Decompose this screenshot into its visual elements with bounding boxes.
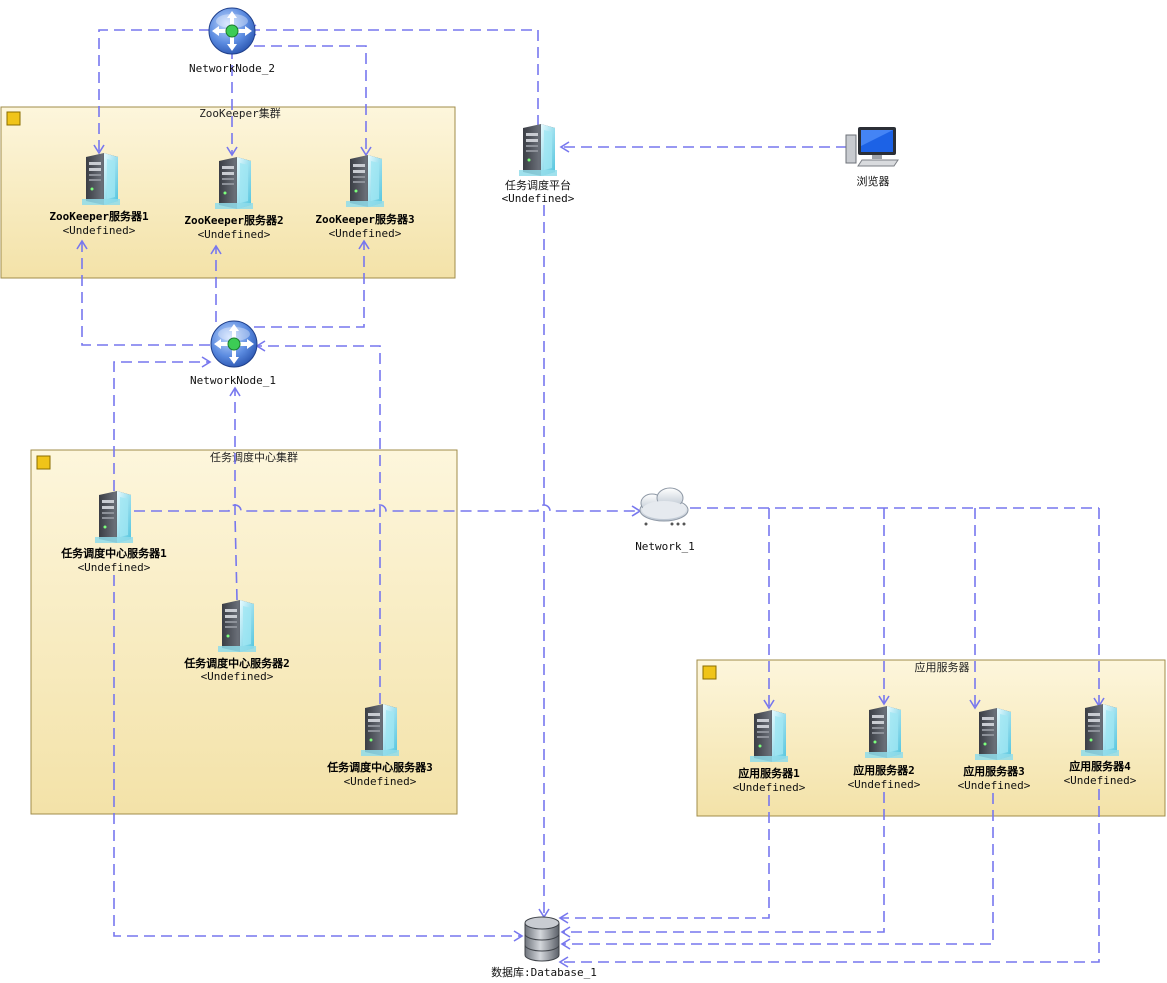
connector[interactable]: [113, 361, 210, 491]
connector[interactable]: [560, 795, 770, 919]
node-stereotype: <Undefined>: [198, 228, 271, 241]
node-stereotype: <Undefined>: [848, 778, 921, 791]
connector[interactable]: [257, 345, 381, 704]
node-name: NetworkNode_2: [189, 62, 275, 75]
group-title: 任务调度中心集群: [210, 450, 298, 464]
node-stereotype: <Undefined>: [78, 561, 151, 574]
network-cloud-icon: [639, 487, 689, 526]
node-stereotype: <Undefined>: [344, 775, 417, 788]
browser-node[interactable]: 浏览器: [845, 127, 899, 188]
group-collapse-icon[interactable]: [6, 111, 21, 126]
server-tower-icon: [519, 124, 557, 176]
node-stereotype: <Undefined>: [201, 670, 274, 683]
server-tower-icon: [95, 491, 133, 543]
connector[interactable]: [234, 388, 238, 601]
connectors: [76, 24, 1105, 968]
database-node[interactable]: 数据库:Database_1: [491, 916, 597, 979]
connector[interactable]: [81, 241, 210, 346]
network-router-icon: [208, 7, 256, 55]
node-stereotype: <Undefined>: [958, 779, 1031, 792]
zookeeper-server-1[interactable]: ZooKeeper服务器1 <Undefined>: [49, 153, 149, 237]
node-stereotype: <Undefined>: [1064, 774, 1137, 787]
node-name: 应用服务器4: [1069, 759, 1131, 773]
app-server-2[interactable]: 应用服务器2 <Undefined>: [848, 706, 921, 791]
connector[interactable]: [560, 789, 1100, 963]
node-name: 应用服务器2: [853, 763, 915, 777]
node-stereotype: <Undefined>: [502, 192, 575, 205]
node-stereotype: <Undefined>: [329, 227, 402, 240]
scheduler-server-3[interactable]: 任务调度中心服务器3 <Undefined>: [326, 704, 433, 788]
node-name: 任务调度中心服务器1: [60, 546, 167, 560]
server-tower-icon: [975, 708, 1013, 760]
node-name: NetworkNode_1: [190, 374, 276, 387]
group-collapse-icon[interactable]: [702, 665, 717, 680]
node-name: ZooKeeper服务器1: [49, 209, 149, 223]
connector[interactable]: [113, 575, 522, 937]
connector[interactable]: [98, 29, 210, 153]
connector[interactable]: [134, 504, 640, 512]
desktop-computer-icon: [845, 127, 899, 167]
zookeeper-server-3[interactable]: ZooKeeper服务器3 <Undefined>: [315, 155, 415, 240]
connector[interactable]: [562, 792, 885, 933]
task-scheduling-platform[interactable]: 任务调度平台 <Undefined>: [502, 124, 575, 205]
node-name: 应用服务器1: [738, 766, 800, 780]
connector[interactable]: [254, 241, 365, 328]
server-tower-icon: [215, 157, 253, 209]
server-tower-icon: [218, 600, 256, 652]
network-node-2[interactable]: NetworkNode_2: [189, 7, 275, 75]
connector[interactable]: [248, 29, 539, 126]
zookeeper-server-2[interactable]: ZooKeeper服务器2 <Undefined>: [184, 157, 284, 241]
node-name: ZooKeeper服务器3: [315, 212, 414, 226]
app-server-4[interactable]: 应用服务器4 <Undefined>: [1064, 704, 1137, 787]
server-tower-icon: [346, 155, 384, 207]
server-tower-icon: [1081, 704, 1119, 756]
server-tower-icon: [865, 706, 903, 758]
node-stereotype: <Undefined>: [63, 224, 136, 237]
app-server-1[interactable]: 应用服务器1 <Undefined>: [733, 710, 806, 794]
node-name: ZooKeeper服务器2: [184, 213, 283, 227]
node-name: 任务调度中心服务器2: [183, 656, 290, 670]
node-name: 数据库:Database_1: [491, 965, 597, 979]
node-name: 任务调度平台: [505, 178, 571, 192]
server-tower-icon: [750, 710, 788, 762]
network-1[interactable]: Network_1: [635, 487, 695, 553]
node-name: 浏览器: [857, 174, 890, 188]
scheduler-server-1[interactable]: 任务调度中心服务器1 <Undefined>: [60, 491, 167, 574]
scheduler-server-2[interactable]: 任务调度中心服务器2 <Undefined>: [183, 600, 290, 683]
connector[interactable]: [254, 45, 367, 155]
node-name: Network_1: [635, 540, 695, 553]
group-collapse-icon[interactable]: [36, 455, 51, 470]
database-cylinder-icon: [524, 916, 560, 962]
app-server-3[interactable]: 应用服务器3 <Undefined>: [958, 708, 1031, 792]
server-tower-icon: [82, 153, 120, 205]
node-name: 任务调度中心服务器3: [326, 760, 433, 774]
server-tower-icon: [361, 704, 399, 756]
node-name: 应用服务器3: [963, 764, 1025, 778]
group-title: 应用服务器: [915, 660, 970, 674]
node-stereotype: <Undefined>: [733, 781, 806, 794]
network-node-1[interactable]: NetworkNode_1: [190, 320, 276, 387]
group-title: ZooKeeper集群: [199, 106, 281, 120]
network-router-icon: [210, 320, 258, 368]
